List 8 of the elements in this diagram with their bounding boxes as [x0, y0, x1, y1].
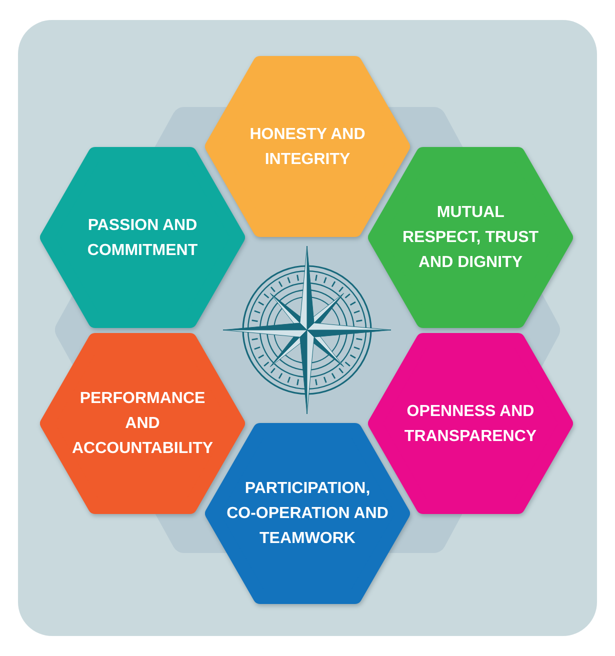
- value-label: PERFORMANCE AND ACCOUNTABILITY: [70, 389, 214, 459]
- hexagon-tile: [368, 147, 573, 328]
- hexagon-tile: [40, 147, 245, 328]
- value-label: OPENNESS AND TRANSPARENCY: [403, 402, 538, 446]
- value-label: HONESTY AND INTEGRITY: [248, 124, 366, 170]
- value-label: MUTUAL RESPECT, TRUST AND DIGNITY: [401, 203, 540, 273]
- value-label: PASSION AND COMMITMENT: [86, 216, 199, 260]
- value-label: PARTICIPATION, CO-OPERATION AND TEAMWORK: [226, 479, 390, 549]
